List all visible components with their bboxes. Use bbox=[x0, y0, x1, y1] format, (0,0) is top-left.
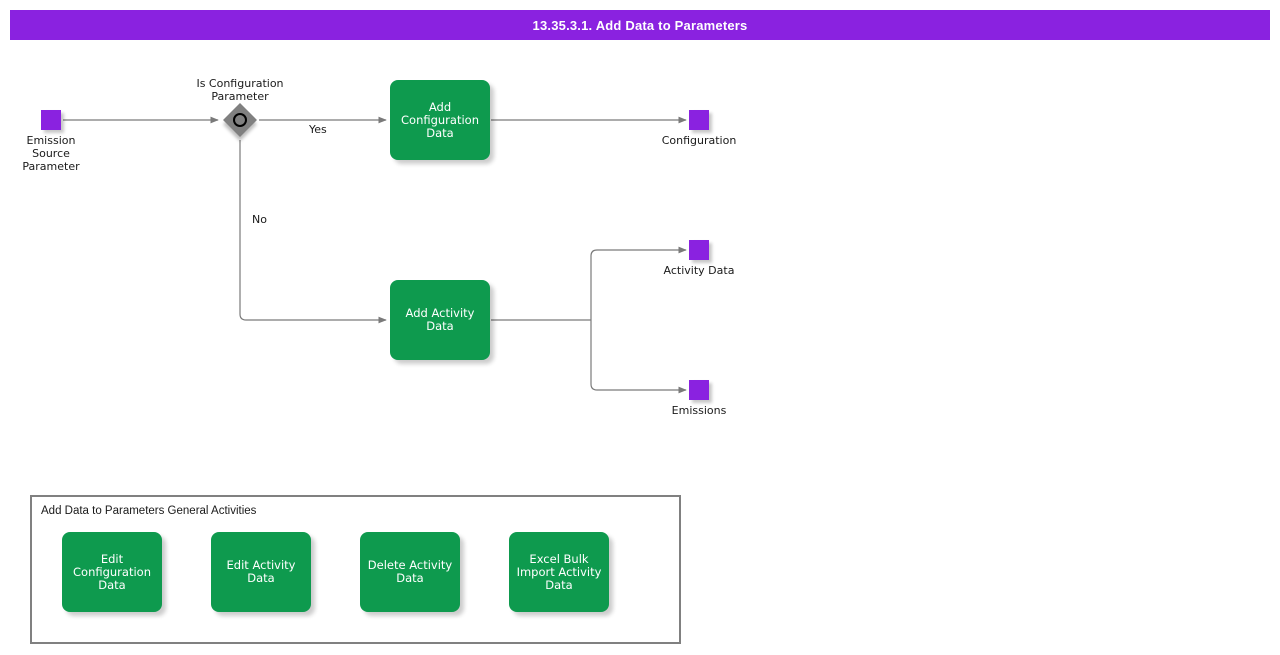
configuration-swatch bbox=[689, 110, 709, 130]
activity-delete-activity-data[interactable]: Delete Activity Data bbox=[360, 532, 460, 612]
edge-split-to-emissions bbox=[590, 320, 687, 394]
node-emissions[interactable]: Emissions bbox=[672, 380, 726, 417]
decision-label: Is Configuration Parameter bbox=[196, 77, 284, 103]
activity-delete-activity-data-label: Delete Activity Data bbox=[367, 558, 453, 585]
activity-excel-bulk-import-activity-data-label: Excel Bulk Import Activity Data bbox=[516, 551, 602, 592]
activity-edit-configuration-data-label: Edit Configuration Data bbox=[73, 551, 151, 592]
page-title: 13.35.3.1. Add Data to Parameters bbox=[532, 17, 748, 33]
emission-source-parameter-swatch bbox=[41, 110, 61, 130]
activity-data-label: Activity Data bbox=[663, 264, 735, 277]
decision-circle-icon bbox=[233, 113, 247, 127]
decision-is-configuration-parameter[interactable]: Is Configuration Parameter bbox=[196, 77, 284, 139]
edge-label-no: No bbox=[252, 213, 267, 226]
emission-source-parameter-label: Emission Source Parameter bbox=[22, 134, 80, 173]
general-activities-group: Add Data to Parameters General Activitie… bbox=[30, 495, 681, 644]
activity-edit-activity-data[interactable]: Edit Activity Data bbox=[211, 532, 311, 612]
edge-label-yes: Yes bbox=[309, 123, 327, 136]
activity-excel-bulk-import-activity-data[interactable]: Excel Bulk Import Activity Data bbox=[509, 532, 609, 612]
page-title-bar: 13.35.3.1. Add Data to Parameters bbox=[10, 10, 1270, 40]
edge-split-to-activity-data bbox=[590, 246, 687, 320]
edge-decision-no bbox=[239, 140, 387, 324]
activity-add-configuration-data-label: Add Configuration Data bbox=[401, 99, 479, 140]
node-emission-source-parameter[interactable]: Emission Source Parameter bbox=[22, 110, 80, 173]
general-activities-row: Edit Configuration Data Edit Activity Da… bbox=[62, 532, 609, 612]
activity-edit-activity-data-label: Edit Activity Data bbox=[226, 558, 296, 585]
activity-add-activity-data-label: Add Activity Data bbox=[405, 306, 475, 333]
emissions-swatch bbox=[689, 380, 709, 400]
general-activities-title: Add Data to Parameters General Activitie… bbox=[41, 505, 257, 517]
activity-data-swatch bbox=[689, 240, 709, 260]
activity-add-activity-data[interactable]: Add Activity Data bbox=[390, 280, 490, 360]
configuration-label: Configuration bbox=[661, 134, 737, 147]
node-activity-data[interactable]: Activity Data bbox=[664, 240, 734, 277]
activity-edit-configuration-data[interactable]: Edit Configuration Data bbox=[62, 532, 162, 612]
activity-add-configuration-data[interactable]: Add Configuration Data bbox=[390, 80, 490, 160]
node-configuration[interactable]: Configuration bbox=[662, 110, 736, 147]
emissions-label: Emissions bbox=[671, 404, 727, 417]
